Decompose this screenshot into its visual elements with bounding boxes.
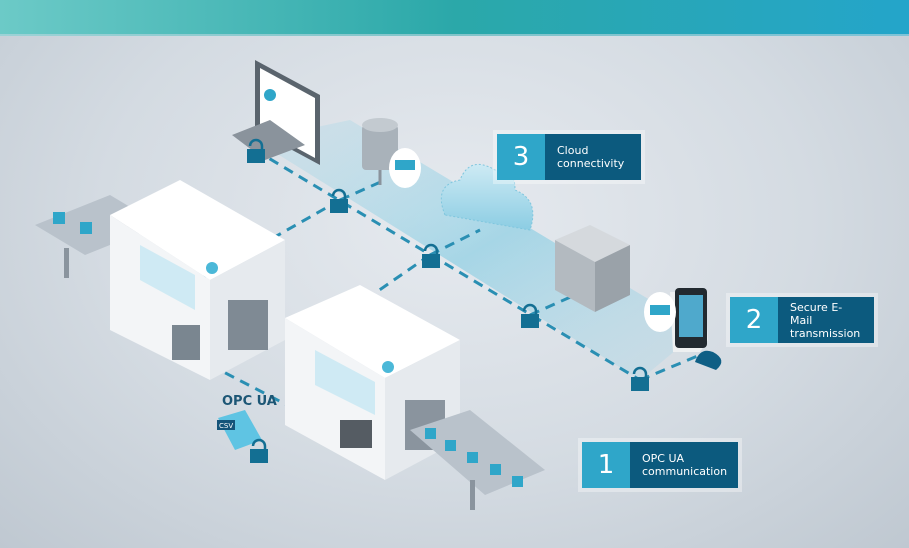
label-cloud-connectivity: 3 Cloud connectivity xyxy=(497,134,641,180)
label-line1: OPC UA xyxy=(642,452,685,465)
backbone-link xyxy=(254,148,641,382)
machine-1 xyxy=(110,180,285,380)
label-opc-ua: 1 OPC UA communication xyxy=(582,442,738,488)
lock-icon-6 xyxy=(250,438,268,463)
lock-icon-1 xyxy=(247,138,265,163)
storage-cabinet-icon xyxy=(555,225,630,312)
label-number: 2 xyxy=(730,297,778,343)
svg-text:CSV: CSV xyxy=(219,422,233,430)
network-band xyxy=(255,120,700,380)
plc-1 xyxy=(172,325,200,360)
label-line2: connectivity xyxy=(557,157,625,170)
opc-csv-group: OPC UA CSV xyxy=(217,394,277,450)
label-line1: Cloud xyxy=(557,144,589,157)
beacon-2 xyxy=(382,361,394,373)
link-phone xyxy=(639,353,701,382)
smartphone-icon xyxy=(644,288,722,370)
header-bar xyxy=(0,0,909,36)
lock-icon-5 xyxy=(631,366,649,391)
beacon-1 xyxy=(206,262,218,274)
label-secure-email: 2 Secure E-Mail transmission xyxy=(730,297,874,343)
plc-2 xyxy=(340,420,372,448)
lock-icon-4 xyxy=(521,303,539,328)
label-number: 1 xyxy=(582,442,630,488)
machine-2 xyxy=(285,285,460,480)
link-storage xyxy=(529,293,576,317)
locks xyxy=(247,138,649,463)
database-icon xyxy=(362,118,421,188)
opc-ua-logo: OPC UA xyxy=(222,394,277,409)
link-cloud xyxy=(429,228,481,257)
link-machine2-top xyxy=(364,253,431,302)
conveyor-right xyxy=(410,410,545,510)
lock-icon-3 xyxy=(422,243,440,268)
label-line2: communication xyxy=(642,465,728,478)
link-server xyxy=(339,178,386,202)
cloud-icon xyxy=(440,163,534,231)
label-number: 3 xyxy=(497,134,545,180)
label-line2: transmission xyxy=(790,326,861,340)
workstation-icon xyxy=(232,60,320,165)
lock-icon-2 xyxy=(330,188,348,213)
mail-cloud-icon xyxy=(695,350,722,370)
label-line1: Secure E-Mail xyxy=(790,300,843,327)
